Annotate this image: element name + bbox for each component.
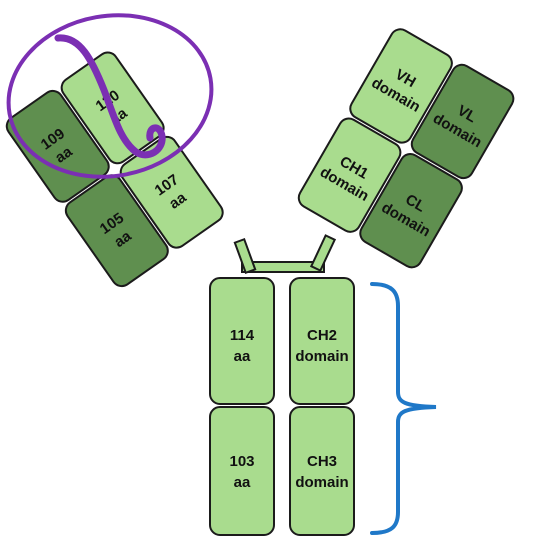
- right-fab-arm: VH domain CH1 domain VL domain CL domain: [297, 28, 515, 269]
- fc-ch3-left-box: [209, 406, 275, 536]
- fc-ch3-right-box: [289, 406, 355, 536]
- left-fab-arm: 109 aa 105 aa 120 aa 107 aa: [5, 51, 224, 288]
- fc-ch2-left-line2: aa: [234, 348, 251, 365]
- fc-ch3-right-line2: domain: [295, 474, 348, 491]
- left-light-constant-box: [64, 174, 169, 288]
- hinge-bar: [241, 261, 325, 273]
- fc-ch2-left-box: [209, 277, 275, 405]
- fc-ch3-left-line1: 103: [229, 453, 254, 470]
- fc-ch2-right-line2: domain: [295, 348, 348, 365]
- fc-ch3-right-line1: CH3: [307, 453, 337, 470]
- right-light-constant-box: [359, 153, 463, 269]
- hinge-link-right: [309, 234, 337, 272]
- fc-ch2-right-domain: CH2 domain: [289, 277, 355, 405]
- hinge-region: [233, 234, 337, 275]
- fc-bracket-icon: [370, 282, 437, 535]
- fc-region: 114 aa CH2 domain 103 aa CH3 domain: [209, 277, 355, 536]
- fc-ch3-left-line2: aa: [234, 474, 251, 491]
- fc-ch2-left-line1: 114: [230, 327, 255, 344]
- fc-ch3-right-domain: CH3 domain: [289, 406, 355, 536]
- fc-ch2-right-box: [289, 277, 355, 405]
- hinge-link-left: [233, 237, 257, 275]
- right-heavy-variable-box: [349, 28, 453, 144]
- antigen-binding-circle-icon: [6, 13, 214, 179]
- fc-ch3-left-domain: 103 aa: [209, 406, 275, 536]
- right-light-constant-domain: CL domain: [359, 153, 463, 269]
- right-heavy-constant1-box: [297, 117, 402, 233]
- fc-ch2-left-domain: 114 aa: [209, 277, 275, 405]
- purple-loop: [54, 34, 166, 159]
- right-light-variable-box: [410, 63, 515, 180]
- left-light-constant-domain: 105 aa: [64, 174, 169, 288]
- purple-ellipse: [6, 13, 214, 179]
- fc-ch2-right-line1: CH2: [307, 327, 337, 344]
- right-light-variable-domain: VL domain: [410, 63, 515, 180]
- right-heavy-constant1-domain: CH1 domain: [297, 117, 402, 233]
- right-heavy-variable-domain: VH domain: [349, 28, 453, 144]
